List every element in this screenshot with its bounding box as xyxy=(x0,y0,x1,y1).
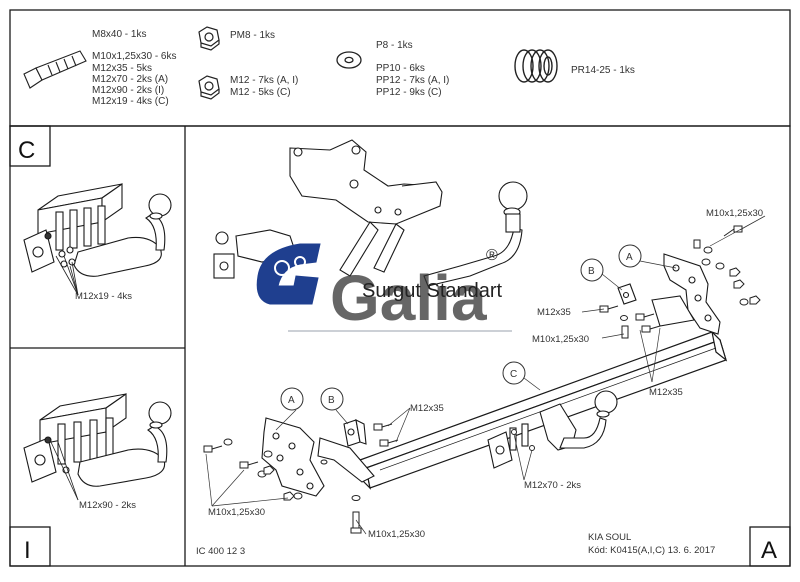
callout-m10-bottom-left: M10x1,25x30 xyxy=(208,507,265,518)
panel-c: C M12x19 - 4ks xyxy=(18,137,172,302)
washer-icon xyxy=(336,51,362,69)
callout-m10-bottom: M10x1,25x30 xyxy=(368,529,425,540)
panel-i: I M12x90 - 2ks xyxy=(23,392,172,564)
bolt-m12x35: M12x35 - 5ks xyxy=(92,63,152,74)
label-b-left: B xyxy=(328,395,335,406)
bolt-m12x90: M12x90 - 2ks (I) xyxy=(92,85,164,96)
drawing-frame xyxy=(9,9,791,567)
nut-m12-a-i: M12 - 7ks (A, I) xyxy=(230,75,298,86)
footer: IC 400 12 3 KIA SOUL Kód: K0415(A,I,C) 1… xyxy=(196,532,777,564)
hardware-left xyxy=(203,423,399,534)
watermark-logo: Galia xyxy=(330,262,487,334)
washer-p8: P8 - 1ks xyxy=(376,40,413,51)
panel-i-letter: I xyxy=(24,537,31,564)
washer-pp12-a-i: PP12 - 7ks (A, I) xyxy=(376,75,449,86)
panel-c-leader-lines xyxy=(55,255,79,296)
part-label-circles xyxy=(280,244,642,411)
document-code: IC 400 12 3 xyxy=(196,546,245,557)
label-a-left: A xyxy=(288,395,295,406)
callout-m12x35-bottom: M12x35 xyxy=(410,403,444,414)
panel-c-callout: M12x19 - 4ks xyxy=(75,291,132,302)
callout-m10-top: M10x1,25x30 xyxy=(706,208,763,219)
bolt-m12x19: M12x19 - 4ks (C) xyxy=(92,96,169,107)
panel-i-hitch-drawing xyxy=(23,392,172,487)
nut-m12-c: M12 - 5ks (C) xyxy=(230,87,291,98)
bolt-m12x70: M12x70 - 2ks (A) xyxy=(92,74,168,85)
bolt-icon xyxy=(23,50,87,89)
spring-washer-icon xyxy=(514,49,558,83)
label-a-right: A xyxy=(626,252,633,263)
lower-towball xyxy=(487,390,618,469)
hex-nut-icon xyxy=(198,75,220,100)
callout-m10-mid: M10x1,25x30 xyxy=(532,334,589,345)
watermark: Galia ® Surgut Standart xyxy=(256,243,512,334)
panel-i-callout: M12x90 - 2ks xyxy=(79,500,136,511)
vehicle-body-bracket xyxy=(213,139,443,279)
main-assembly: Galia ® Surgut Standart xyxy=(203,139,766,540)
product-code-date: Kód: K0415(A,I,C) 13. 6. 2017 xyxy=(588,545,715,556)
nut-pm8: PM8 - 1ks xyxy=(230,30,275,41)
panel-i-leader-lines xyxy=(49,439,79,501)
left-bracket-b xyxy=(343,419,367,447)
watermark-registered: ® xyxy=(486,247,498,264)
panel-c-letter: C xyxy=(18,137,35,164)
callout-m12x35-right: M12x35 xyxy=(649,387,683,398)
washer-pp12-c: PP12 - 9ks (C) xyxy=(376,87,442,98)
top-towball xyxy=(423,181,528,287)
bolt-m8x40: M8x40 - 1ks xyxy=(92,29,146,40)
left-side-bracket xyxy=(261,417,375,497)
parts-list: M8x40 - 1ks M10x1,25x30 - 6ks M12x35 - 5… xyxy=(23,26,635,107)
lock-nut-icon xyxy=(198,26,220,51)
vehicle-model: KIA SOUL xyxy=(588,532,631,543)
spring-washer-pr14: PR14-25 - 1ks xyxy=(571,65,635,76)
washer-pp10: PP10 - 6ks xyxy=(376,63,425,74)
callout-m12x35-left: M12x35 xyxy=(537,307,571,318)
label-c-crossbar: C xyxy=(510,369,517,380)
callout-m12x70: M12x70 - 2ks xyxy=(524,480,581,491)
leader-lines xyxy=(205,215,766,535)
panel-c-hitch-drawing xyxy=(23,182,172,277)
label-b-right: B xyxy=(588,266,595,277)
watermark-company: Surgut Standart xyxy=(362,280,503,302)
bolt-m10: M10x1,25x30 - 6ks xyxy=(92,51,177,62)
right-bracket-b xyxy=(617,283,637,305)
right-side-bracket xyxy=(651,253,721,335)
panel-a-letter: A xyxy=(761,537,777,564)
